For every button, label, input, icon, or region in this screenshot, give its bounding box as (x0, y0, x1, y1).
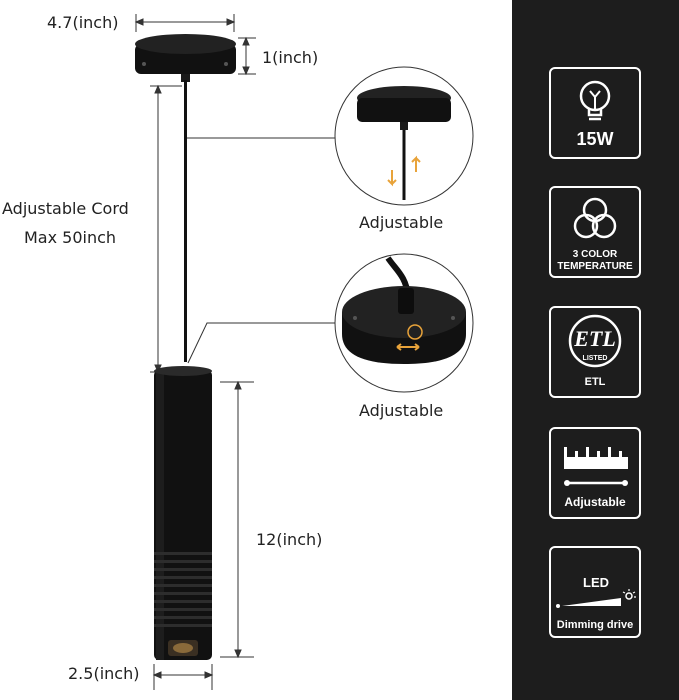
cord-length-dimension (150, 84, 182, 374)
body-diameter-label: 2.5(inch) (68, 664, 140, 683)
callout-label-top: Adjustable (359, 213, 444, 232)
pendant-cylinder (154, 366, 212, 660)
canopy-width-dimension (134, 14, 236, 32)
callout-circle-bottom (334, 253, 474, 393)
callout-pointer-bottom (187, 322, 335, 364)
tri-circle-icon (573, 197, 617, 239)
canopy (135, 34, 236, 82)
feature-badge-color-temp: 3 COLOR TEMPERATURE (549, 186, 641, 278)
feature-badge-dimming: LED Dimming drive (549, 546, 641, 638)
feature-badge-etl: ETL LISTED ETL (549, 306, 641, 398)
dimming-icon (556, 589, 636, 608)
feature-badge-adjustable: Adjustable (549, 427, 641, 519)
feature-panel (512, 0, 679, 700)
fixture-drawing (134, 14, 474, 690)
badge-label-adjustable: Adjustable (564, 495, 626, 509)
canopy-height-dimension (238, 36, 256, 76)
etl-listed: LISTED (582, 355, 608, 362)
cord-label-line1: Adjustable Cord (2, 199, 129, 218)
body-length-dimension (220, 380, 254, 659)
body-length-label: 12(inch) (256, 530, 323, 549)
etl-icon (568, 314, 622, 368)
cord-label-line2: Max 50inch (24, 228, 117, 247)
bulb-icon (579, 80, 611, 121)
etl-mark: ETL (574, 326, 616, 351)
canopy-width-label: 4.7(inch) (47, 13, 119, 32)
badge-label-color-line2: TEMPERATURE (557, 261, 633, 272)
badge-label-etl: ETL (584, 376, 606, 388)
callout-label-bottom: Adjustable (359, 401, 444, 420)
badge-label-color-line1: 3 COLOR (572, 249, 618, 260)
callout-circle-top (334, 66, 474, 206)
badge-label-wattage: 15W (576, 129, 614, 149)
canopy-height-label: 1(inch) (262, 48, 319, 67)
dimming-led-label: LED (583, 575, 609, 590)
ruler-icon (564, 447, 628, 486)
body-diameter-dimension (152, 664, 214, 690)
badge-label-dimming: Dimming drive (556, 619, 634, 631)
feature-badge-wattage: 15W (549, 67, 641, 159)
